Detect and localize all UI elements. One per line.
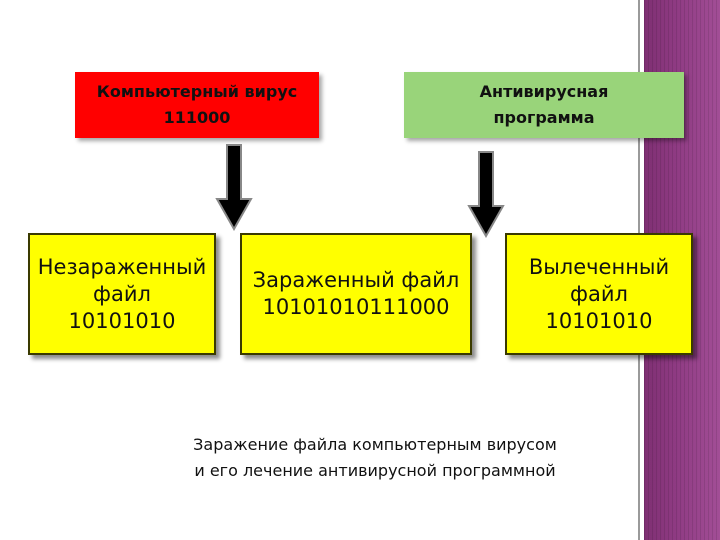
diagram-caption: Заражение файла компьютерным вирусом и е… bbox=[150, 432, 600, 484]
virus-box-code: 111000 bbox=[163, 108, 231, 127]
down-arrow-icon bbox=[215, 144, 253, 231]
clean-file-box: Незараженный файл 10101010 bbox=[28, 233, 216, 355]
cured-file-line2: файл bbox=[570, 281, 628, 306]
down-arrow-icon bbox=[467, 151, 505, 238]
cured-file-code: 10101010 bbox=[545, 308, 653, 333]
clean-file-line2: файл bbox=[93, 281, 151, 306]
infected-file-box: Зараженный файл 10101010111000 bbox=[240, 233, 472, 355]
infected-file-code: 10101010111000 bbox=[262, 295, 450, 319]
antivirus-box-line2: программа bbox=[493, 108, 595, 127]
cured-file-line1: Вылеченный bbox=[528, 254, 670, 279]
antivirus-box-line1: Антивирусная bbox=[479, 82, 609, 101]
virus-box-title: Компьютерный вирус bbox=[96, 82, 298, 101]
cured-file-box: Вылеченный файл 10101010 bbox=[505, 233, 693, 355]
clean-file-line1: Незараженный bbox=[37, 254, 207, 279]
caption-line2: и его лечение антивирусной программной bbox=[194, 461, 556, 480]
caption-line1: Заражение файла компьютерным вирусом bbox=[193, 435, 557, 454]
infected-file-line1: Зараженный файл bbox=[252, 268, 460, 292]
clean-file-code: 10101010 bbox=[68, 308, 176, 333]
virus-box: Компьютерный вирус 111000 bbox=[75, 72, 319, 138]
antivirus-box: Антивирусная программа bbox=[404, 72, 684, 138]
